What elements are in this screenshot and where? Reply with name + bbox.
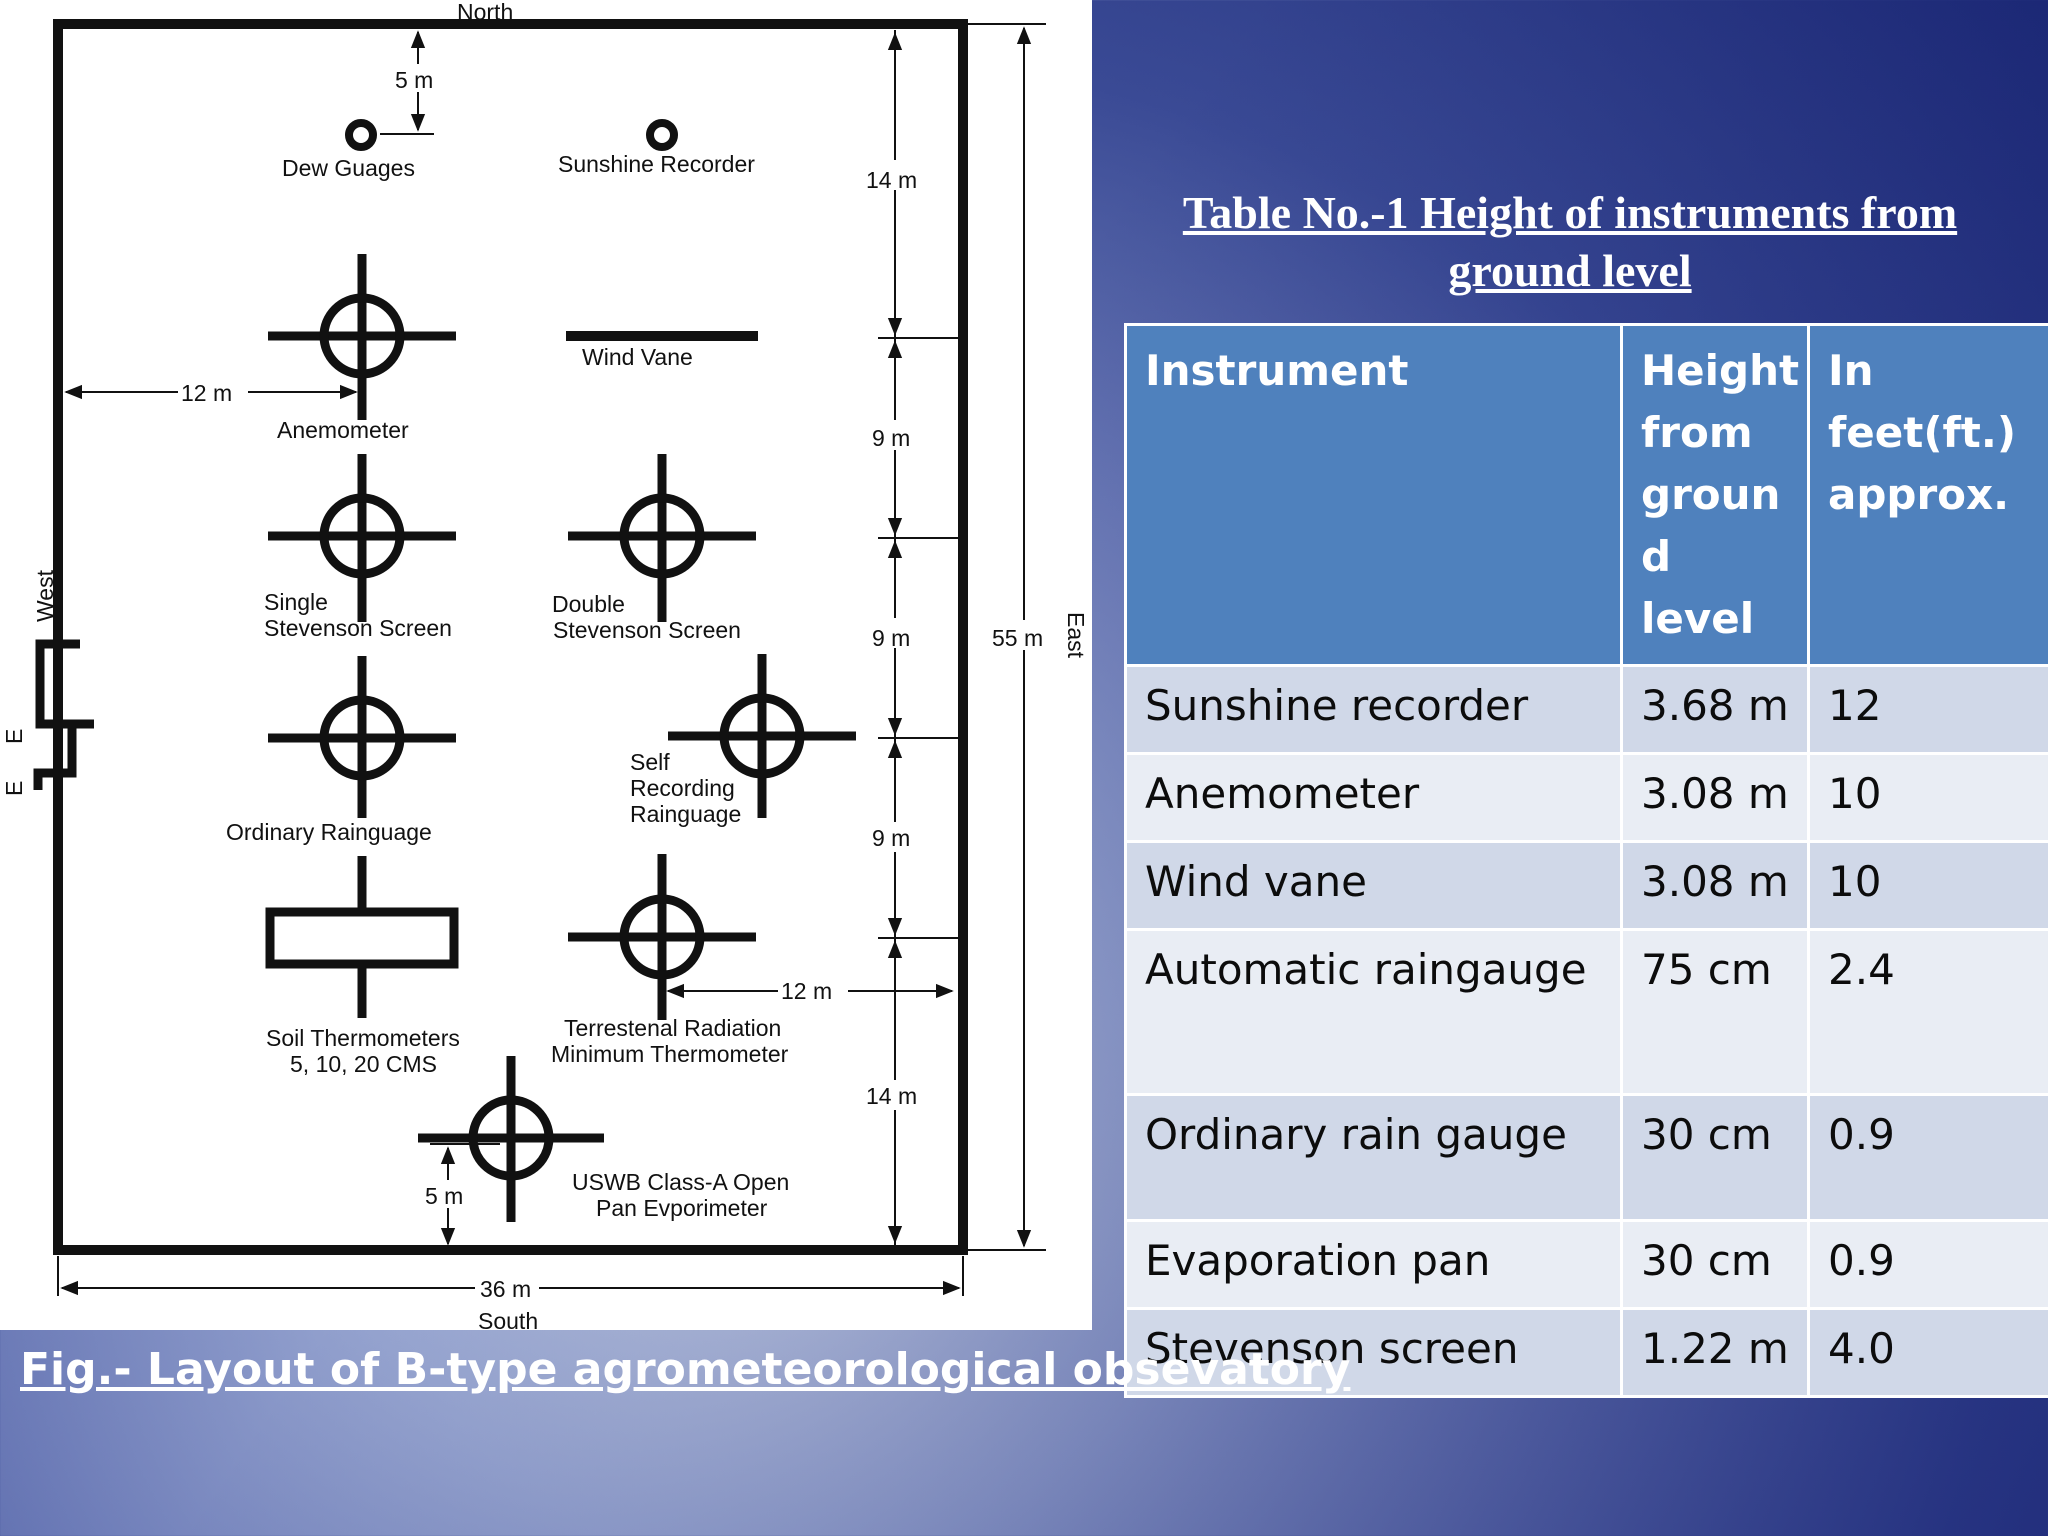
cell-feet: 2.4 [1807, 928, 2048, 1096]
pan-evaporimeter-symbol [418, 1056, 604, 1222]
soil-thermometers-label-1: Soil Thermometers [266, 1025, 460, 1051]
dim-9m-c: 9 m [872, 825, 910, 851]
soil-thermometers-label-2: 5, 10, 20 CMS [290, 1051, 437, 1077]
dew-gauge-symbol [345, 119, 377, 151]
figure-caption: Fig.- Layout of B-type agrometeorologica… [20, 1344, 1351, 1395]
dim-9m-a: 9 m [872, 425, 910, 451]
cell-instrument: Stevenson screen [1124, 1307, 1623, 1398]
south-label: South [478, 1308, 538, 1330]
cell-height: 75 cm [1620, 928, 1810, 1096]
sunshine-recorder-label: Sunshine Recorder [558, 151, 755, 177]
dim-9m-b: 9 m [872, 625, 910, 651]
cell-feet: 10 [1807, 840, 2048, 931]
header-feet: In feet(ft.) approx. [1807, 323, 2048, 667]
dew-gauges-label: Dew Guages [282, 155, 415, 181]
terrestrial-label-1: Terrestenal Radiation [564, 1015, 781, 1041]
ordinary-rainguage-symbol [268, 656, 456, 818]
north-label: North [457, 0, 513, 25]
self-recording-label-3: Rainguage [630, 801, 741, 827]
cell-instrument: Anemometer [1124, 752, 1623, 843]
pan-evaporimeter-label-1: USWB Class-A Open [572, 1169, 789, 1195]
cell-height: 3.68 m [1620, 664, 1810, 755]
single-stevenson-label-1: Single [264, 589, 328, 615]
terrestrial-radiation-thermometer-symbol [568, 854, 756, 1020]
dim-14m-bottom: 14 m [866, 1083, 917, 1109]
cell-feet: 0.9 [1807, 1093, 2048, 1222]
dim-55m: 55 m [992, 625, 1043, 651]
table-row: Wind vane 3.08 m 10 [1124, 840, 2048, 931]
gate-label-1: E [1, 729, 27, 744]
cell-feet: 0.9 [1807, 1219, 2048, 1310]
double-stevenson-label-2: Stevenson Screen [553, 617, 741, 643]
double-stevenson-screen-symbol [568, 454, 756, 622]
cell-feet: 10 [1807, 752, 2048, 843]
header-instrument: Instrument [1124, 323, 1623, 667]
gate-label-2: E [1, 781, 27, 796]
dim-5m-top: 5 m [395, 67, 433, 93]
cell-height: 30 cm [1620, 1219, 1810, 1310]
double-stevenson-label-1: Double [552, 591, 625, 617]
cell-instrument: Automatic raingauge [1124, 928, 1623, 1096]
entrance-gate [33, 639, 94, 790]
dim-12m-left: 12 m [181, 380, 232, 406]
cell-height: 3.08 m [1620, 840, 1810, 931]
cell-feet: 4.0 [1807, 1307, 2048, 1398]
west-label: West [32, 569, 58, 622]
cell-height: 30 cm [1620, 1093, 1810, 1222]
self-recording-label-2: Recording [630, 775, 735, 801]
table-row: Evaporation pan 30 cm 0.9 [1124, 1219, 2048, 1310]
single-stevenson-label-2: Stevenson Screen [264, 615, 452, 641]
table-row: Anemometer 3.08 m 10 [1124, 752, 2048, 843]
east-label: East [1063, 612, 1089, 659]
table-row: Sunshine recorder 3.68 m 12 [1124, 664, 2048, 755]
pan-evaporimeter-label-2: Pan Evporimeter [596, 1195, 768, 1221]
cell-instrument: Evaporation pan [1124, 1219, 1623, 1310]
single-stevenson-screen-symbol [268, 454, 456, 622]
sunshine-recorder-symbol [646, 119, 678, 151]
self-recording-label-1: Self [630, 749, 670, 775]
header-height: Height from groun d level [1620, 323, 1810, 667]
table-header-row: Instrument Height from groun d level In … [1124, 323, 2048, 667]
ordinary-rainguage-label: Ordinary Rainguage [226, 819, 432, 845]
terrestrial-label-2: Minimum Thermometer [551, 1041, 789, 1067]
table-title: Table No.-1 Height of instruments from g… [1120, 184, 2020, 300]
soil-thermometers-symbol [265, 856, 459, 1018]
instrument-height-table: Instrument Height from groun d level In … [1124, 323, 2048, 1398]
cell-height: 1.22 m [1620, 1307, 1810, 1398]
cell-instrument: Ordinary rain gauge [1124, 1093, 1623, 1222]
cell-height: 3.08 m [1620, 752, 1810, 843]
dim-36m: 36 m [480, 1276, 531, 1302]
observatory-boundary [53, 19, 968, 1255]
dim-5m-bottom: 5 m [425, 1183, 463, 1209]
table-row: Stevenson screen 1.22 m 4.0 [1124, 1307, 2048, 1398]
observatory-layout-diagram: North South East West E E [0, 0, 1092, 1330]
table-row: Ordinary rain gauge 30 cm 0.9 [1124, 1093, 2048, 1222]
wind-vane-label: Wind Vane [582, 344, 693, 370]
dim-12m-inner: 12 m [781, 978, 832, 1004]
anemometer-symbol [268, 254, 456, 420]
anemometer-label: Anemometer [277, 417, 409, 443]
table-row: Automatic raingauge 75 cm 2.4 [1124, 928, 2048, 1096]
table-title-line-1: Table No.-1 Height of instruments from [1182, 187, 1958, 238]
self-recording-rainguage-symbol [668, 654, 856, 818]
dim-14m-top: 14 m [866, 167, 917, 193]
table-title-line-2: ground level [1448, 245, 1692, 296]
cell-instrument: Sunshine recorder [1124, 664, 1623, 755]
cell-instrument: Wind vane [1124, 840, 1623, 931]
cell-feet: 12 [1807, 664, 2048, 755]
